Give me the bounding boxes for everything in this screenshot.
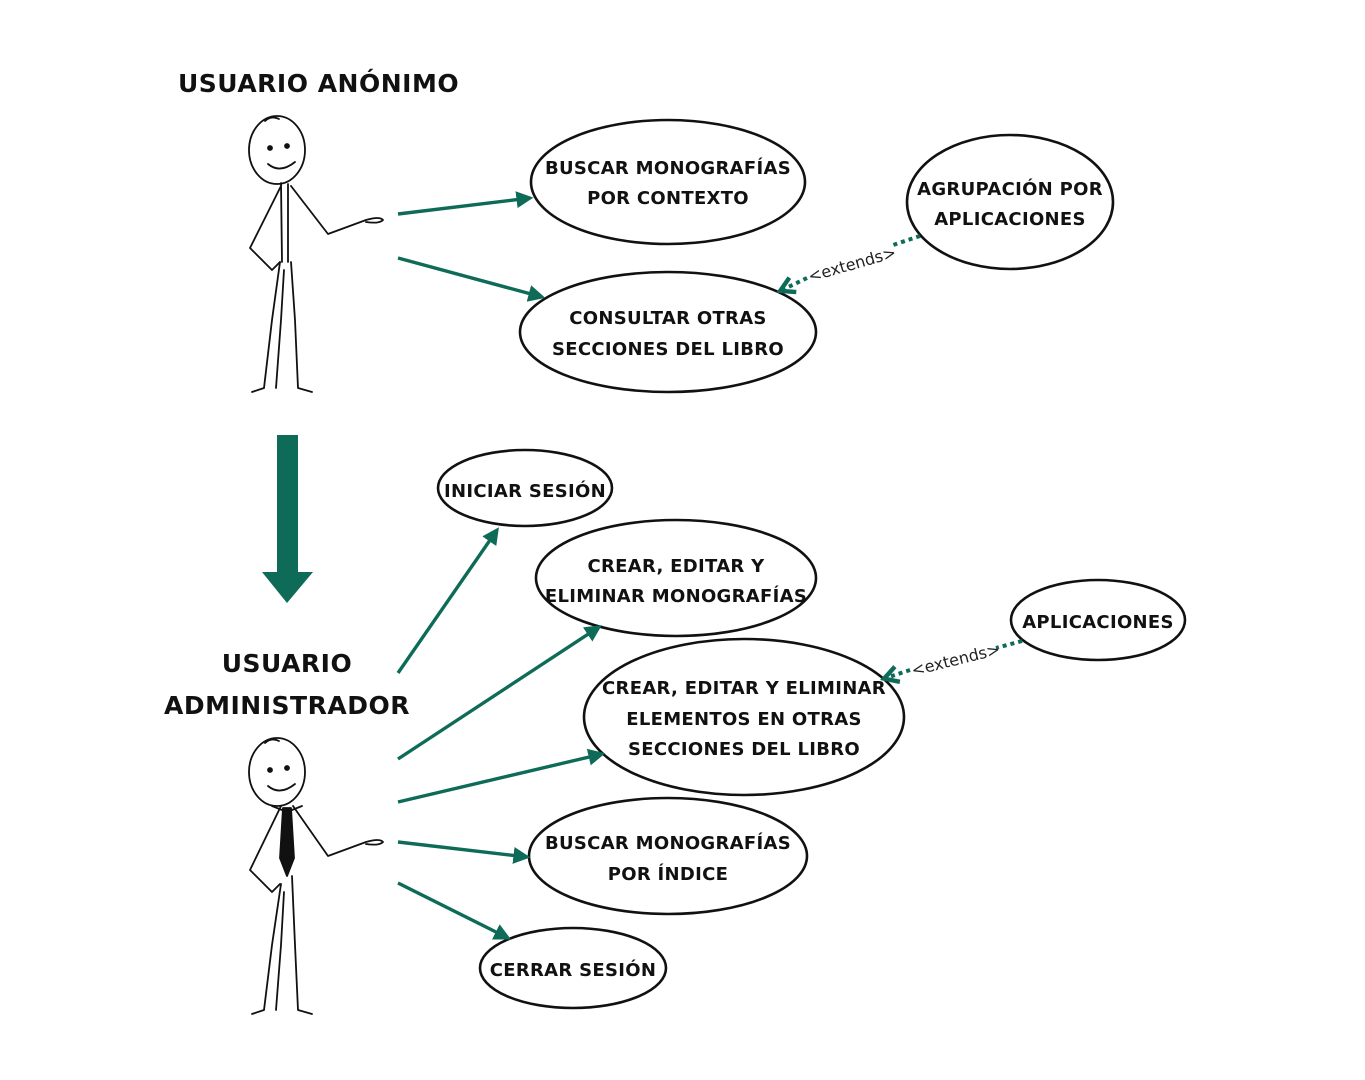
actor-admin-label-line1: USUARIO xyxy=(222,649,353,678)
svg-text:ELEMENTOS EN OTRAS: ELEMENTOS EN OTRAS xyxy=(626,709,862,730)
svg-text:APLICACIONES: APLICACIONES xyxy=(934,209,1086,230)
extend-label-bottom: <extends> xyxy=(909,640,1001,680)
association-admin-cerrar xyxy=(397,881,512,940)
svg-text:CONSULTAR OTRAS: CONSULTAR OTRAS xyxy=(569,308,766,329)
svg-text:CREAR, EDITAR Y: CREAR, EDITAR Y xyxy=(587,556,765,577)
use-case-iniciar-sesion: INICIAR SESIÓN xyxy=(436,448,614,528)
stick-figure-admin-icon xyxy=(248,737,384,1015)
svg-text:POR CONTEXTO: POR CONTEXTO xyxy=(587,188,749,209)
svg-text:POR ÍNDICE: POR ÍNDICE xyxy=(608,863,729,885)
use-case-consultar-secciones: CONSULTAR OTRAS SECCIONES DEL LIBRO xyxy=(518,270,818,394)
svg-text:AGRUPACIÓN POR: AGRUPACIÓN POR xyxy=(917,178,1103,200)
transition-down-arrow-icon xyxy=(262,435,313,603)
association-anon-consultar xyxy=(397,256,546,302)
association-admin-iniciar xyxy=(396,527,499,674)
use-case-buscar-indice: BUSCAR MONOGRAFÍAS POR ÍNDICE xyxy=(527,796,809,916)
extend-aplicaciones-crear-elementos xyxy=(995,639,1023,650)
use-case-crear-elementos: CREAR, EDITAR Y ELIMINAR ELEMENTOS EN OT… xyxy=(582,637,906,797)
actor-admin-label-line2: ADMINISTRADOR xyxy=(164,691,410,720)
association-admin-crear-elementos xyxy=(397,748,606,804)
svg-text:APLICACIONES: APLICACIONES xyxy=(1022,612,1174,633)
use-case-aplicaciones: APLICACIONES xyxy=(1009,578,1187,662)
extend-label-top: <extends> xyxy=(806,243,898,286)
svg-text:CREAR, EDITAR Y ELIMINAR: CREAR, EDITAR Y ELIMINAR xyxy=(602,678,886,699)
stick-figure-anonymous-icon xyxy=(248,115,384,393)
use-case-cerrar-sesion: CERRAR SESIÓN xyxy=(478,926,668,1010)
svg-text:BUSCAR MONOGRAFÍAS: BUSCAR MONOGRAFÍAS xyxy=(545,832,791,854)
use-case-buscar-contexto: BUSCAR MONOGRAFÍAS POR CONTEXTO xyxy=(529,118,807,246)
svg-text:BUSCAR MONOGRAFÍAS: BUSCAR MONOGRAFÍAS xyxy=(545,157,791,179)
svg-text:SECCIONES DEL LIBRO: SECCIONES DEL LIBRO xyxy=(552,339,784,360)
extend-agrupacion-consultar-tail xyxy=(782,276,808,290)
association-admin-buscar-indice xyxy=(397,840,531,864)
svg-text:INICIAR SESIÓN: INICIAR SESIÓN xyxy=(444,480,606,502)
svg-text:ELIMINAR MONOGRAFÍAS: ELIMINAR MONOGRAFÍAS xyxy=(545,585,807,607)
association-anon-buscar xyxy=(397,191,534,216)
actor-anonymous-label: USUARIO ANÓNIMO xyxy=(178,68,459,98)
use-case-agrupacion: AGRUPACIÓN POR APLICACIONES xyxy=(905,133,1115,271)
use-case-crear-monografias: CREAR, EDITAR Y ELIMINAR MONOGRAFÍAS xyxy=(534,518,818,638)
extend-agrupacion-consultar xyxy=(889,234,921,248)
svg-text:SECCIONES DEL LIBRO: SECCIONES DEL LIBRO xyxy=(628,739,860,760)
extend-aplicaciones-crear-elementos-tail xyxy=(886,670,911,678)
svg-text:CERRAR SESIÓN: CERRAR SESIÓN xyxy=(490,959,656,981)
association-admin-crear-monografias xyxy=(397,625,602,761)
